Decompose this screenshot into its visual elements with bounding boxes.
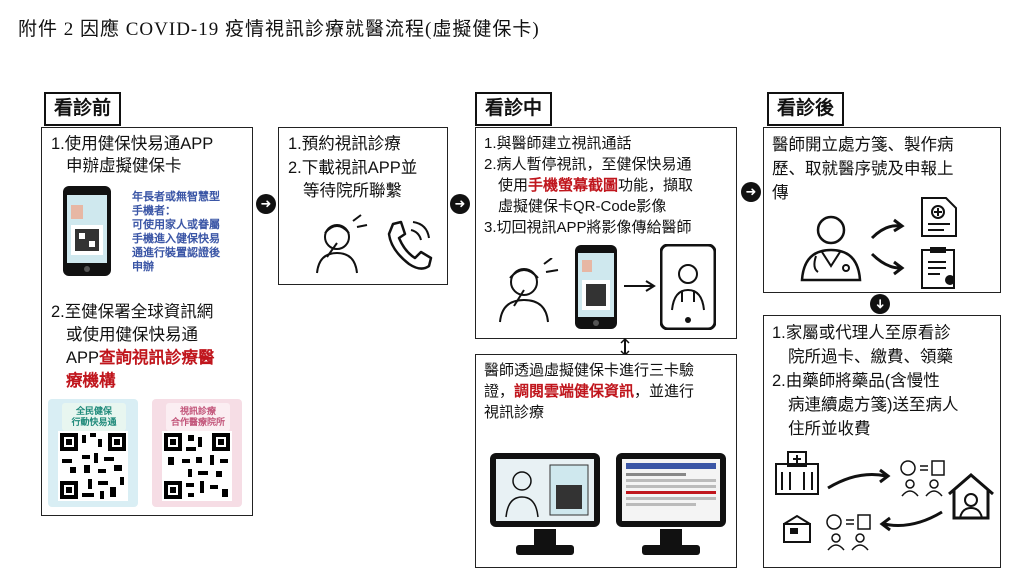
before-step2-line4: 療機構 bbox=[66, 372, 116, 390]
payment-exchange-icon bbox=[900, 460, 945, 497]
pharmacy-line4: 病連續處方箋)送至病人 bbox=[788, 396, 959, 414]
verify-line2: 證，調閱雲端健保資訊，並進行 bbox=[484, 381, 694, 403]
appointment-box: 1.預約視訊診療 2.下載視訊APP並 等待院所聯繫 bbox=[278, 127, 448, 285]
send-arrow-icon bbox=[624, 280, 656, 292]
before-step2-app-text: APP bbox=[66, 349, 100, 367]
during-line3: 使用手機螢幕截圖功能，擷取 bbox=[498, 175, 693, 197]
monitor-cloud-records-icon bbox=[616, 453, 726, 555]
doctor-icon bbox=[800, 215, 862, 282]
pharmacy-line2: 院所過卡、繳費、領藥 bbox=[788, 348, 953, 366]
qr1-label-line2: 行動快易通 bbox=[71, 417, 117, 427]
verify-line2-a: 證， bbox=[484, 383, 515, 400]
stressed-patient-icon bbox=[499, 258, 559, 323]
verify-line2-b: ，並進行 bbox=[634, 383, 695, 400]
before-step2-highlight: 查詢視訊診療醫 bbox=[99, 349, 215, 367]
before-step2-line2: 或使用健保快易通 bbox=[66, 326, 198, 344]
pharmacy-line3: 2.由藥師將藥品(含慢性 bbox=[772, 372, 940, 390]
qr2-label-line1: 視訊診療 bbox=[179, 406, 216, 416]
pharmacy-box: 1.家屬或代理人至原看診 院所過卡、繳費、領藥 2.由藥師將藥品(含慢性 病連續… bbox=[763, 315, 1001, 568]
before-box: 1.使用健保快易通APP 申辦虛擬健保卡 年長者或無智慧型 手機者： 可使用家人… bbox=[41, 127, 253, 516]
pharmacy-line1: 1.家屬或代理人至原看診 bbox=[772, 324, 951, 342]
during-line4: 虛擬健保卡QR-Code影像 bbox=[498, 198, 667, 215]
during-highlight: 手機螢幕截圖 bbox=[528, 177, 619, 194]
phone-call-icon bbox=[387, 220, 433, 270]
verify-box: 醫師透過虛擬健保卡進行三卡驗 證，調閱雲端健保資訊，並進行 視訊診療 bbox=[475, 354, 737, 568]
pharmacy-icon bbox=[783, 514, 811, 543]
flow-arrow-3-icon: ➜ bbox=[741, 182, 761, 202]
flow-arrow-4-icon: ➜ bbox=[870, 294, 890, 314]
after-line1: 醫師開立處方箋、製作病 bbox=[772, 136, 954, 154]
phone-virtual-card-icon bbox=[63, 186, 111, 276]
qr-code-clinics-icon bbox=[162, 431, 232, 501]
phase-during-label: 看診中 bbox=[475, 92, 553, 126]
during-line5: 3.切回視訊APP將影像傳給醫師 bbox=[484, 219, 692, 236]
after-line2: 歷、取就醫序號及申報上 bbox=[772, 160, 954, 178]
qr2-label-line2: 合作醫療院所 bbox=[170, 417, 225, 427]
phase-before-label: 看診前 bbox=[44, 92, 122, 126]
home-patient-icon bbox=[948, 473, 994, 520]
after-line3: 傳 bbox=[772, 184, 789, 202]
before-note-line6: 申辦 bbox=[132, 261, 154, 273]
qr-card-app: 全民健保 行動快易通 bbox=[48, 399, 138, 507]
arrow-to-pharmacist-icon bbox=[827, 468, 891, 490]
during-line2: 2.病人暫停視訊，至健保快易通 bbox=[484, 156, 692, 173]
before-note-line5: 通進行裝置認證後 bbox=[132, 247, 220, 259]
before-note-line4: 手機進入健保快易 bbox=[132, 233, 220, 245]
qr-code-app-icon bbox=[58, 431, 128, 501]
after-box: 醫師開立處方箋、製作病 歷、取就醫序號及申報上 傳 bbox=[763, 127, 1001, 293]
delivery-payment-icon bbox=[826, 514, 871, 551]
before-step1-line2: 申辦虛擬健保卡 bbox=[66, 157, 182, 175]
monitor-video-call-icon bbox=[490, 453, 600, 555]
during-box: 1.與醫師建立視訊通話 2.病人暫停視訊，至健保快易通 使用手機螢幕截圖功能，擷… bbox=[475, 127, 737, 339]
page-title: 附件 2 因應 COVID-19 疫情視訊診療就醫流程(虛擬健保卡) bbox=[18, 19, 540, 40]
phone-screenshot-icon bbox=[575, 245, 617, 329]
during-line1: 1.與醫師建立視訊通話 bbox=[484, 135, 632, 152]
before-note-line2: 手機者： bbox=[132, 205, 176, 217]
hospital-icon bbox=[775, 451, 819, 495]
before-note-line3: 可使用家人或眷屬 bbox=[132, 219, 220, 231]
qr-card-clinics: 視訊診療 合作醫療院所 bbox=[152, 399, 242, 507]
prescription-icon bbox=[921, 197, 957, 237]
verify-highlight: 調閱雲端健保資訊 bbox=[514, 383, 635, 400]
verify-line1: 醫師透過虛擬健保卡進行三卡驗 bbox=[484, 362, 695, 379]
curved-arrows-icon bbox=[870, 218, 905, 276]
before-step2-line1: 2.至健保署全球資訊網 bbox=[51, 303, 214, 321]
qr1-label-line1: 全民健保 bbox=[75, 406, 112, 416]
during-line3-b: 功能，擷取 bbox=[618, 177, 694, 194]
phase-after-label: 看診後 bbox=[767, 92, 845, 126]
before-step2-line3: APP查詢視訊診療醫 bbox=[66, 347, 215, 369]
waiting-person-icon bbox=[316, 214, 368, 274]
phone-doctor-icon bbox=[660, 244, 716, 330]
during-line3-a: 使用 bbox=[498, 177, 529, 194]
pharmacy-line5: 住所並收費 bbox=[788, 420, 871, 438]
before-step1-line1: 1.使用健保快易通APP bbox=[51, 135, 214, 153]
before-note-line1: 年長者或無智慧型 bbox=[132, 191, 220, 203]
medical-record-icon bbox=[921, 247, 955, 289]
appointment-line3: 等待院所聯繫 bbox=[303, 182, 402, 200]
flow-arrow-1-icon: ➜ bbox=[256, 194, 276, 214]
appointment-line2: 2.下載視訊APP並 bbox=[288, 159, 418, 177]
arrow-to-home-icon bbox=[879, 510, 943, 532]
verify-line3: 視訊診療 bbox=[484, 404, 545, 421]
flow-arrow-2-icon: ➜ bbox=[450, 194, 470, 214]
appointment-line1: 1.預約視訊診療 bbox=[288, 135, 401, 153]
